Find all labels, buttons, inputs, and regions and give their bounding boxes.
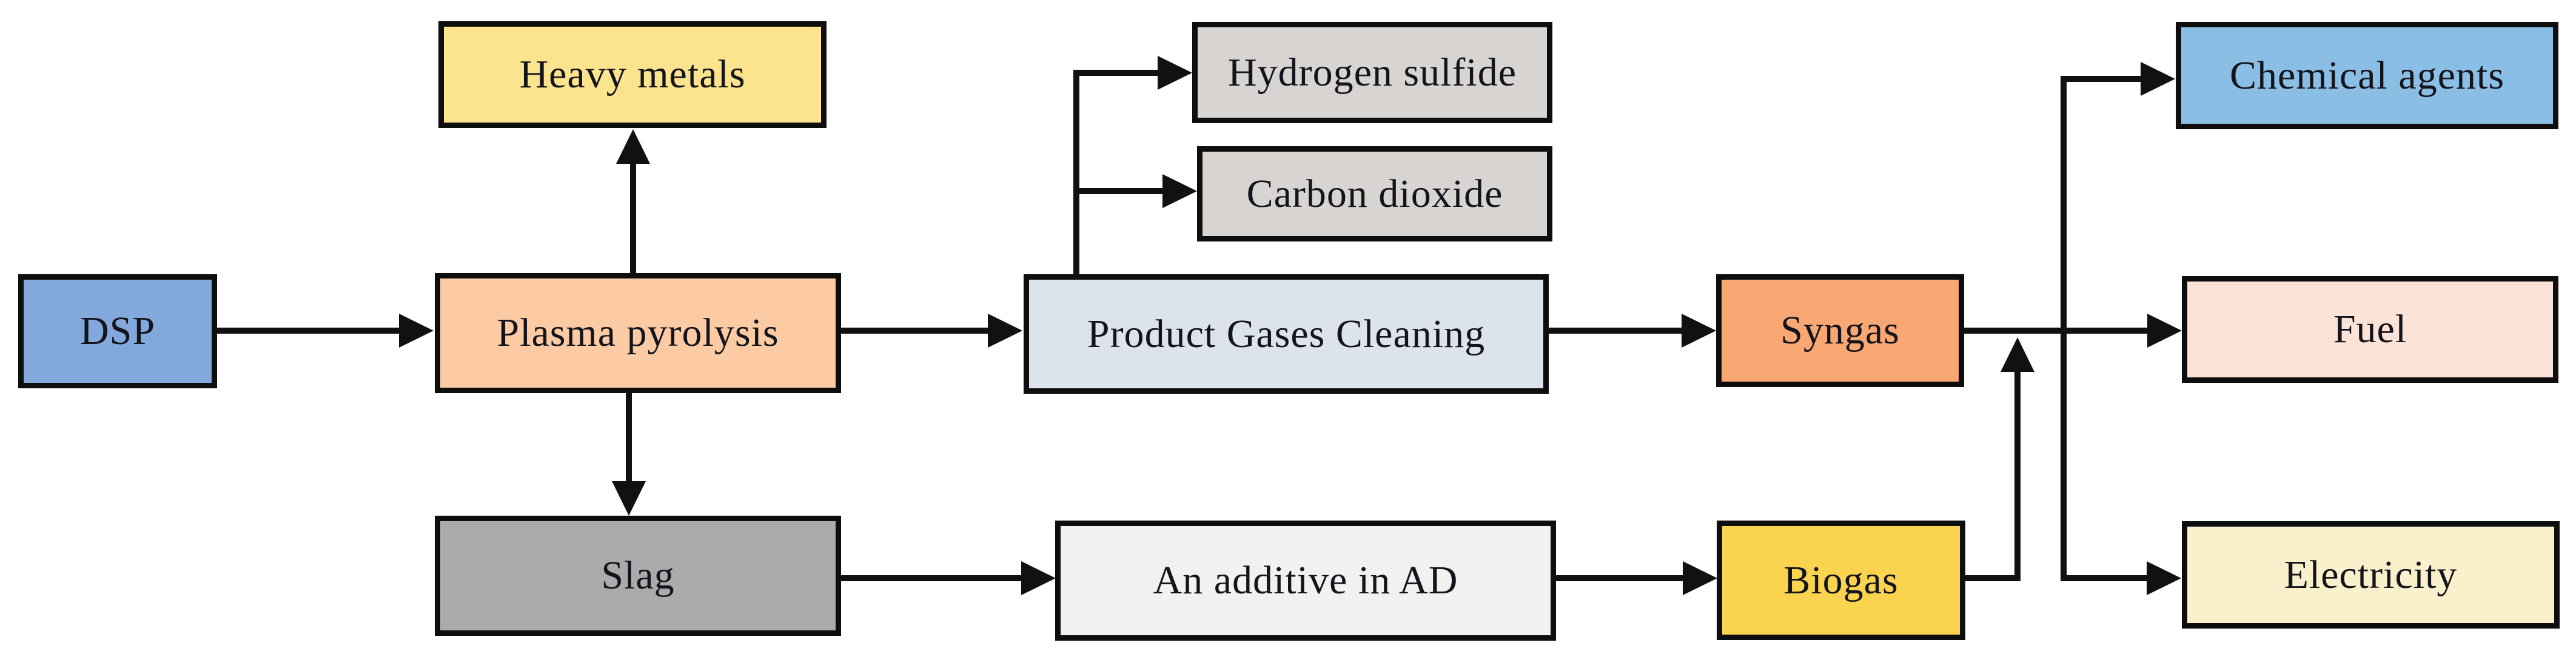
node-dsp: DSP: [18, 274, 217, 388]
edge-additive-biogas-line: [1555, 575, 1683, 581]
edge-biogas-merge-line: [1964, 575, 2021, 581]
edge-pgc-syngas-line: [1548, 328, 1682, 334]
node-hydrogen-sulfide: Hydrogen sulfide: [1192, 22, 1552, 123]
node-slag-label: Slag: [601, 553, 675, 598]
edge-distribution-riser: [2061, 76, 2067, 581]
arrowhead-right-icon: [1021, 561, 1056, 595]
node-syngas: Syngas: [1716, 274, 1964, 387]
node-plasma-pyrolysis: Plasma pyrolysis: [435, 273, 841, 393]
node-carbon-dioxide: Carbon dioxide: [1197, 146, 1552, 241]
edge-plasma-heavy-line: [630, 163, 636, 274]
arrowhead-right-icon: [399, 314, 434, 348]
node-slag: Slag: [435, 516, 841, 636]
node-biogas-label: Biogas: [1783, 558, 1899, 602]
node-carbon-dioxide-label: Carbon dioxide: [1246, 171, 1503, 216]
node-plasma-pyrolysis-label: Plasma pyrolysis: [497, 311, 779, 355]
node-electricity: Electricity: [2182, 521, 2560, 629]
arrowhead-up-icon: [2001, 337, 2034, 372]
node-heavy-metals-label: Heavy metals: [519, 52, 746, 96]
edge-pgc-co2-line: [1076, 188, 1163, 194]
node-fuel: Fuel: [2182, 276, 2558, 383]
edge-plasma-pgc-line: [840, 328, 988, 334]
edge-syngas-fuel-line: [1963, 328, 2148, 334]
arrowhead-right-icon: [2141, 62, 2175, 96]
arrowhead-up-icon: [616, 129, 650, 164]
node-fuel-label: Fuel: [2333, 307, 2407, 351]
arrowhead-right-icon: [2147, 314, 2182, 348]
edge-plasma-slag-line: [626, 392, 632, 482]
edge-electricity-line: [2064, 575, 2147, 581]
arrowhead-right-icon: [1682, 314, 1716, 348]
edge-dsp-plasma-line: [216, 328, 400, 334]
node-chemical-agents: Chemical agents: [2176, 22, 2558, 129]
edge-biogas-merge-riser: [2014, 371, 2021, 578]
edge-chemical-agents-line: [2064, 76, 2141, 82]
arrowhead-right-icon: [1158, 56, 1192, 90]
arrowhead-down-icon: [612, 481, 646, 516]
arrowhead-right-icon: [1683, 561, 1717, 595]
node-heavy-metals: Heavy metals: [438, 21, 827, 128]
edge-pgc-h2s-line: [1076, 70, 1158, 76]
node-dsp-label: DSP: [79, 309, 156, 353]
node-product-gases-cleaning-label: Product Gases Cleaning: [1087, 311, 1486, 356]
edge-pgc-branch-line: [1073, 70, 1079, 276]
node-hydrogen-sulfide-label: Hydrogen sulfide: [1227, 50, 1517, 95]
node-biogas: Biogas: [1717, 521, 1965, 640]
node-additive-in-ad: An additive in AD: [1055, 521, 1556, 641]
node-electricity-label: Electricity: [2284, 552, 2458, 597]
node-syngas-label: Syngas: [1780, 308, 1900, 352]
node-additive-in-ad-label: An additive in AD: [1153, 558, 1458, 602]
arrowhead-right-icon: [2147, 561, 2181, 595]
node-chemical-agents-label: Chemical agents: [2229, 53, 2505, 98]
edge-slag-additive-line: [840, 575, 1022, 581]
arrowhead-right-icon: [988, 314, 1022, 348]
node-product-gases-cleaning: Product Gases Cleaning: [1024, 274, 1549, 394]
arrowhead-right-icon: [1162, 174, 1197, 208]
